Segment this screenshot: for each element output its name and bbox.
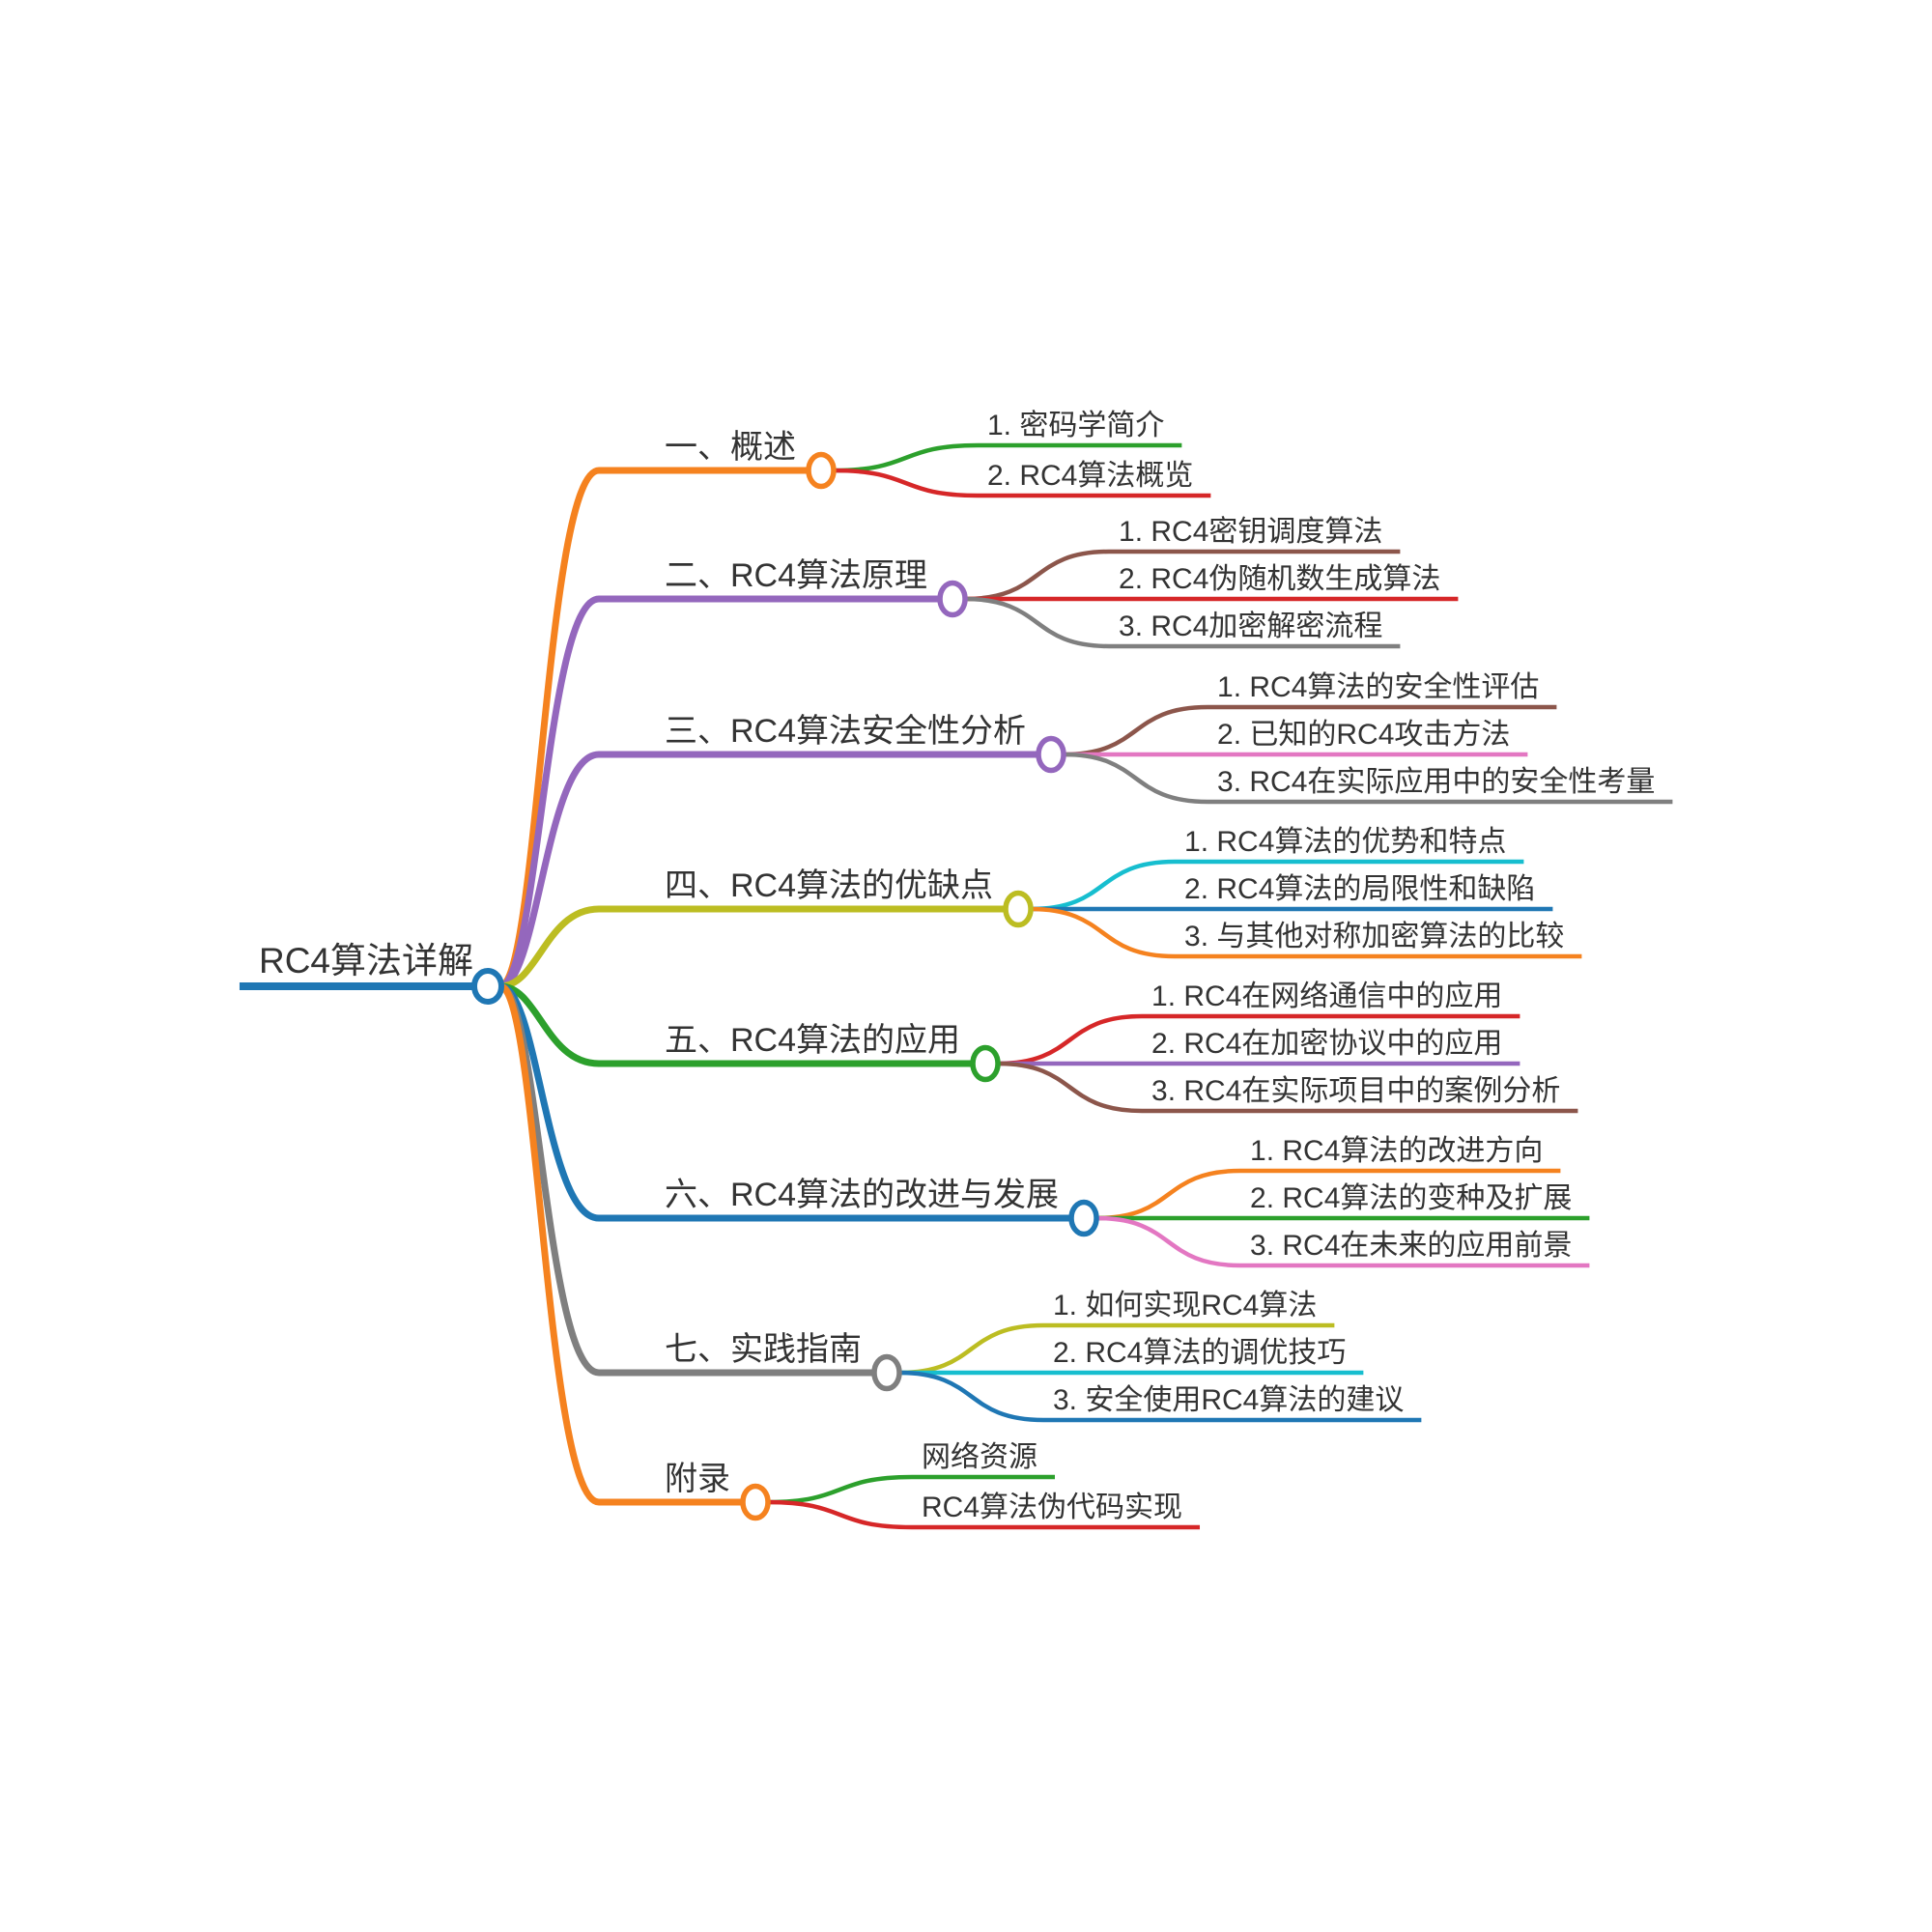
branch-node-circle-7[interactable] <box>740 1483 771 1521</box>
child-link-7-1 <box>767 1499 1201 1530</box>
child-label-3-0[interactable]: 1. RC4算法的优势和特点 <box>1184 826 1506 858</box>
branch-node-circle-6[interactable] <box>871 1353 902 1392</box>
child-label-2-2[interactable]: 3. RC4在实际应用中的安全性考量 <box>1217 766 1655 798</box>
child-link-3-2 <box>1031 906 1582 959</box>
node-layer <box>471 451 1099 1521</box>
child-label-4-2[interactable]: 3. RC4在实际项目中的案例分析 <box>1151 1075 1560 1107</box>
child-link-5-2 <box>1096 1215 1590 1268</box>
child-link-3-0 <box>1031 859 1524 912</box>
child-link-6-0 <box>898 1322 1335 1376</box>
child-link-2-0 <box>1064 704 1557 757</box>
child-link-1-2 <box>965 596 1401 649</box>
child-link-4-2 <box>998 1061 1578 1114</box>
branch-link-2 <box>499 751 1039 990</box>
branch-node-circle-0[interactable] <box>806 451 837 490</box>
branch-label-0[interactable]: 一、概述 <box>665 429 796 466</box>
branch-label-2[interactable]: 三、RC4算法安全性分析 <box>665 713 1026 750</box>
child-label-1-2[interactable]: 3. RC4加密解密流程 <box>1119 611 1382 642</box>
branch-node-circle-2[interactable] <box>1036 735 1066 774</box>
child-label-4-0[interactable]: 1. RC4在网络通信中的应用 <box>1151 980 1502 1012</box>
root-node-circle[interactable] <box>471 968 504 1005</box>
child-label-6-0[interactable]: 1. 如何实现RC4算法 <box>1053 1290 1317 1321</box>
child-label-5-1[interactable]: 2. RC4算法的变种及扩展 <box>1250 1182 1572 1214</box>
child-label-6-1[interactable]: 2. RC4算法的调优技巧 <box>1053 1337 1346 1369</box>
child-label-0-0[interactable]: 1. 密码学简介 <box>987 410 1164 441</box>
child-label-0-1[interactable]: 2. RC4算法概览 <box>987 460 1193 492</box>
child-link-4-0 <box>998 1013 1520 1066</box>
branch-label-7[interactable]: 附录 <box>665 1461 730 1497</box>
child-label-1-0[interactable]: 1. RC4密钥调度算法 <box>1119 516 1382 548</box>
branch-node-circle-4[interactable] <box>970 1044 1001 1083</box>
child-label-6-2[interactable]: 3. 安全使用RC4算法的建议 <box>1053 1384 1404 1416</box>
branch-link-1 <box>498 595 941 990</box>
child-label-4-1[interactable]: 2. RC4在加密协议中的应用 <box>1151 1028 1502 1060</box>
child-link-5-0 <box>1096 1168 1561 1221</box>
child-label-5-0[interactable]: 1. RC4算法的改进方向 <box>1250 1135 1543 1167</box>
branch-label-4[interactable]: 五、RC4算法的应用 <box>665 1022 960 1059</box>
link-layer <box>239 442 1673 1530</box>
branch-node-circle-1[interactable] <box>937 580 968 618</box>
child-link-0-1 <box>833 468 1211 498</box>
child-label-1-1[interactable]: 2. RC4伪随机数生成算法 <box>1119 563 1440 595</box>
branch-label-5[interactable]: 六、RC4算法的改进与发展 <box>665 1177 1059 1213</box>
child-link-6-2 <box>898 1370 1422 1423</box>
branch-link-4 <box>499 982 974 1067</box>
branch-label-6[interactable]: 七、实践指南 <box>665 1331 862 1368</box>
branch-link-7 <box>498 982 743 1506</box>
branch-node-circle-5[interactable] <box>1068 1199 1099 1237</box>
branch-node-circle-3[interactable] <box>1003 890 1034 928</box>
child-link-2-2 <box>1064 752 1673 805</box>
child-label-7-1[interactable]: RC4算法伪代码实现 <box>922 1492 1182 1523</box>
root-label[interactable]: RC4算法详解 <box>259 941 473 980</box>
child-label-2-1[interactable]: 2. 已知的RC4攻击方法 <box>1217 719 1510 751</box>
child-label-2-0[interactable]: 1. RC4算法的安全性评估 <box>1217 671 1539 703</box>
child-label-7-0[interactable]: 网络资源 <box>922 1441 1037 1473</box>
child-link-0-0 <box>833 442 1182 473</box>
child-link-1-0 <box>965 549 1401 602</box>
child-label-3-2[interactable]: 3. 与其他对称加密算法的比较 <box>1184 921 1564 952</box>
child-label-3-1[interactable]: 2. RC4算法的局限性和缺陷 <box>1184 873 1535 905</box>
branch-label-1[interactable]: 二、RC4算法原理 <box>665 557 927 594</box>
child-link-7-0 <box>767 1474 1055 1505</box>
branch-link-3 <box>499 905 1007 990</box>
child-label-5-2[interactable]: 3. RC4在未来的应用前景 <box>1250 1230 1572 1262</box>
branch-label-3[interactable]: 四、RC4算法的优缺点 <box>665 867 993 904</box>
